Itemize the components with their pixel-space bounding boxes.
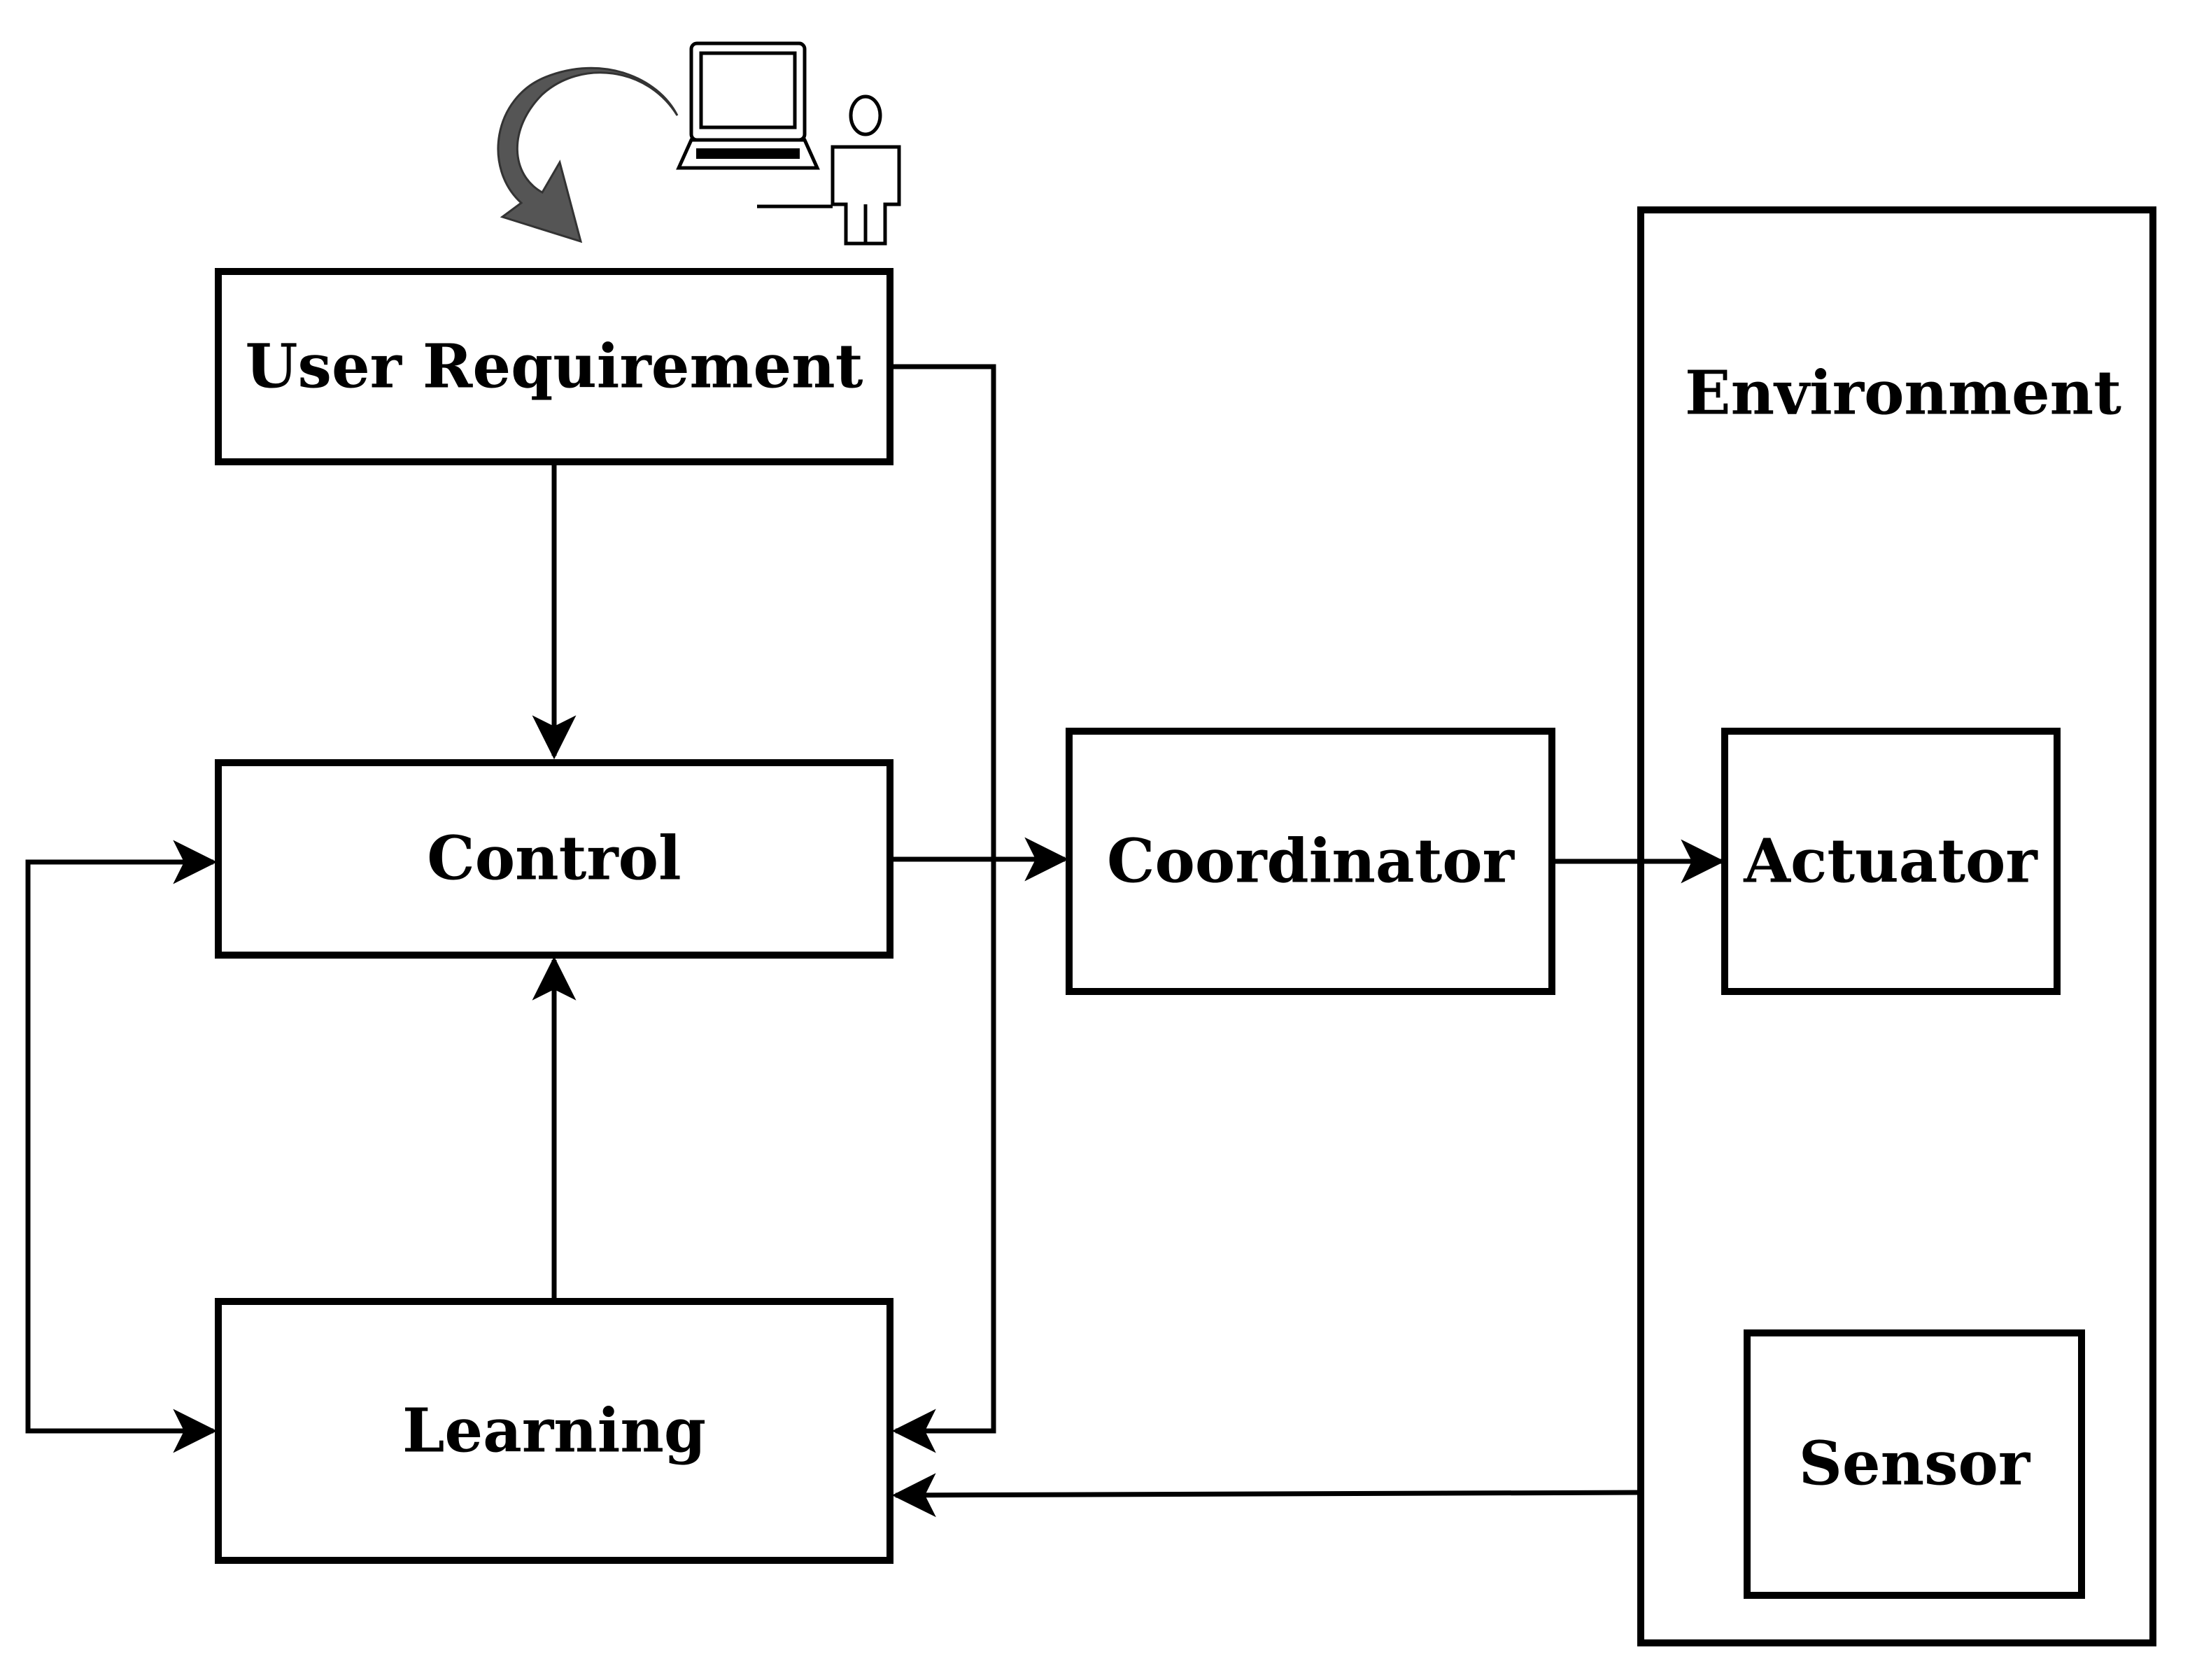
laptop-icon xyxy=(676,41,820,170)
node-actuator: Actuator xyxy=(1721,728,2061,995)
node-learning: Learning xyxy=(215,1298,893,1564)
node-user-requirement-label: User Requirement xyxy=(246,332,863,402)
node-sensor-label: Sensor xyxy=(1799,1429,2031,1499)
node-learning-label: Learning xyxy=(402,1396,706,1467)
connector-loop-to-learning xyxy=(25,1134,218,1453)
connector-user-requirement-to-learning xyxy=(890,364,996,1453)
connector-loop-to-control xyxy=(25,840,218,1134)
node-sensor: Sensor xyxy=(1744,1329,2085,1599)
node-environment: Environment xyxy=(1637,206,2156,1646)
connector-environment-to-learning xyxy=(891,1473,1639,1518)
node-control: Control xyxy=(215,759,893,959)
node-user-requirement: User Requirement xyxy=(215,268,893,465)
node-actuator-label: Actuator xyxy=(1743,826,2038,897)
feedback-arrow-icon xyxy=(497,66,679,243)
node-coordinator-label: Coordinator xyxy=(1107,826,1516,897)
node-control-label: Control xyxy=(427,824,681,894)
user-icon xyxy=(757,94,901,246)
node-coordinator: Coordinator xyxy=(1066,728,1555,995)
node-environment-label: Environment xyxy=(1685,358,2121,429)
